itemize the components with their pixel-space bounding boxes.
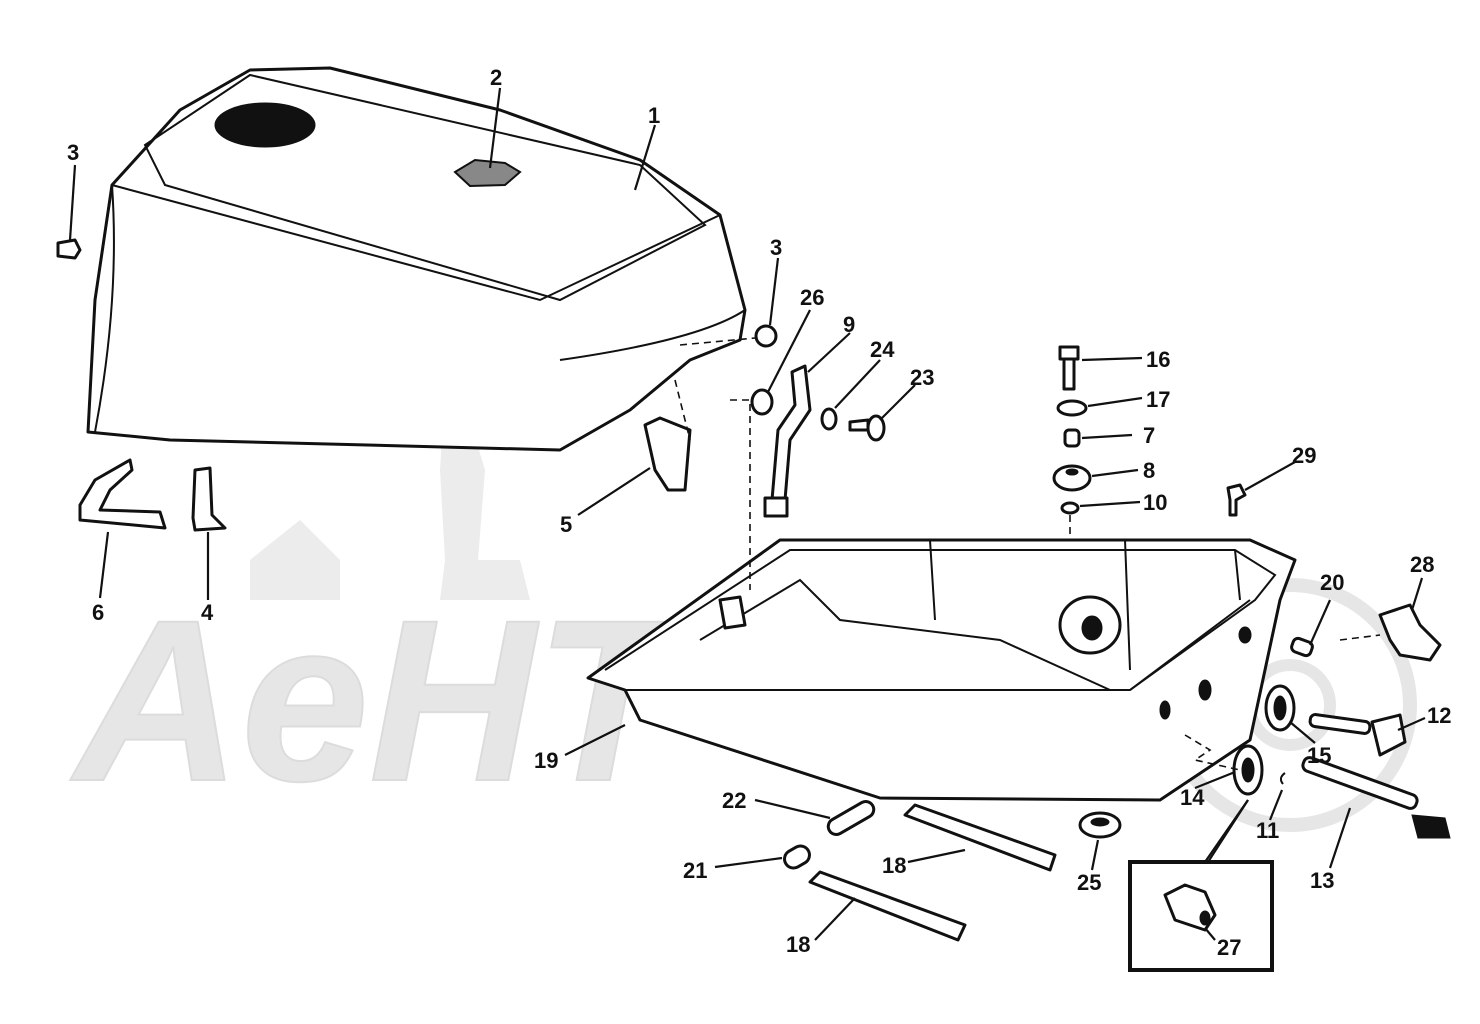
callout-labels: 1 2 3 3 4 5 6 7 8 9 10 11 12 13 14 15 16… [67, 65, 1451, 960]
callout-18-upper: 18 [882, 853, 906, 878]
callout-22: 22 [722, 788, 746, 813]
callout-18-lower: 18 [786, 932, 810, 957]
part-16-bolt [1058, 345, 1080, 391]
part-20-pin [1290, 636, 1314, 658]
callout-11: 11 [1256, 818, 1279, 843]
callout-17: 17 [1146, 387, 1170, 412]
part-4-clip [191, 466, 227, 532]
callout-1: 1 [648, 103, 660, 128]
part-12-lever [1308, 713, 1407, 757]
callout-5: 5 [560, 512, 572, 537]
callout-8: 8 [1143, 458, 1155, 483]
part-18-seal-upper [903, 803, 1057, 872]
callout-25: 25 [1077, 870, 1101, 895]
callout-15: 15 [1307, 743, 1331, 768]
callout-27: 27 [1217, 935, 1241, 960]
callout-20: 20 [1320, 570, 1344, 595]
callout-23: 23 [910, 365, 934, 390]
callout-14: 14 [1180, 785, 1205, 810]
callout-4: 4 [201, 600, 214, 625]
callout-12: 12 [1427, 703, 1451, 728]
part-3-rivet-right [679, 324, 778, 348]
callout-2: 2 [490, 65, 502, 90]
part-25-grommet [1078, 811, 1122, 839]
callout-10: 10 [1143, 490, 1167, 515]
part-14-grommet [1232, 744, 1264, 796]
part-1-top-cowl [86, 66, 747, 452]
part-18-seal-lower [808, 870, 967, 942]
watermark: AeHT [69, 230, 1417, 832]
watermark-text: AeHT [70, 572, 692, 829]
callout-9: 9 [843, 312, 855, 337]
part-11-clip [1279, 772, 1286, 785]
part-13-shaft [1301, 756, 1451, 839]
callout-21: 21 [683, 858, 707, 883]
part-26-grommet [750, 388, 774, 416]
callout-3-right: 3 [770, 235, 782, 260]
callout-28: 28 [1410, 552, 1434, 577]
air-intake-opening [214, 102, 316, 148]
part-17-washer [1056, 399, 1088, 417]
callout-3-left: 3 [67, 140, 79, 165]
part-21-spacer [783, 844, 811, 870]
callout-24: 24 [870, 337, 895, 362]
part-23-screw [848, 414, 886, 442]
part-15-grommet [1264, 684, 1296, 732]
part-2-decal [453, 158, 522, 188]
part-19-bottom-cowl [586, 538, 1297, 802]
callout-13: 13 [1310, 868, 1334, 893]
part-27-inset [1128, 799, 1274, 972]
callout-16: 16 [1146, 347, 1170, 372]
part-9-latch-lever [763, 364, 812, 518]
part-6-handle [78, 458, 167, 530]
leader-lines [68, 87, 1426, 941]
part-5-latch-bracket [643, 379, 692, 492]
callout-7: 7 [1143, 423, 1155, 448]
part-3-rivet-left [56, 238, 82, 260]
callout-6: 6 [92, 600, 104, 625]
callout-19: 19 [534, 748, 558, 773]
callout-29: 29 [1292, 443, 1316, 468]
part-10-washer [1060, 501, 1080, 515]
callout-26: 26 [800, 285, 824, 310]
part-24-washer [820, 407, 838, 431]
part-7-spacer [1063, 428, 1081, 448]
part-8-grommet [1052, 464, 1092, 492]
part-22-spacer [826, 800, 876, 836]
part-29-screw [1226, 483, 1247, 517]
